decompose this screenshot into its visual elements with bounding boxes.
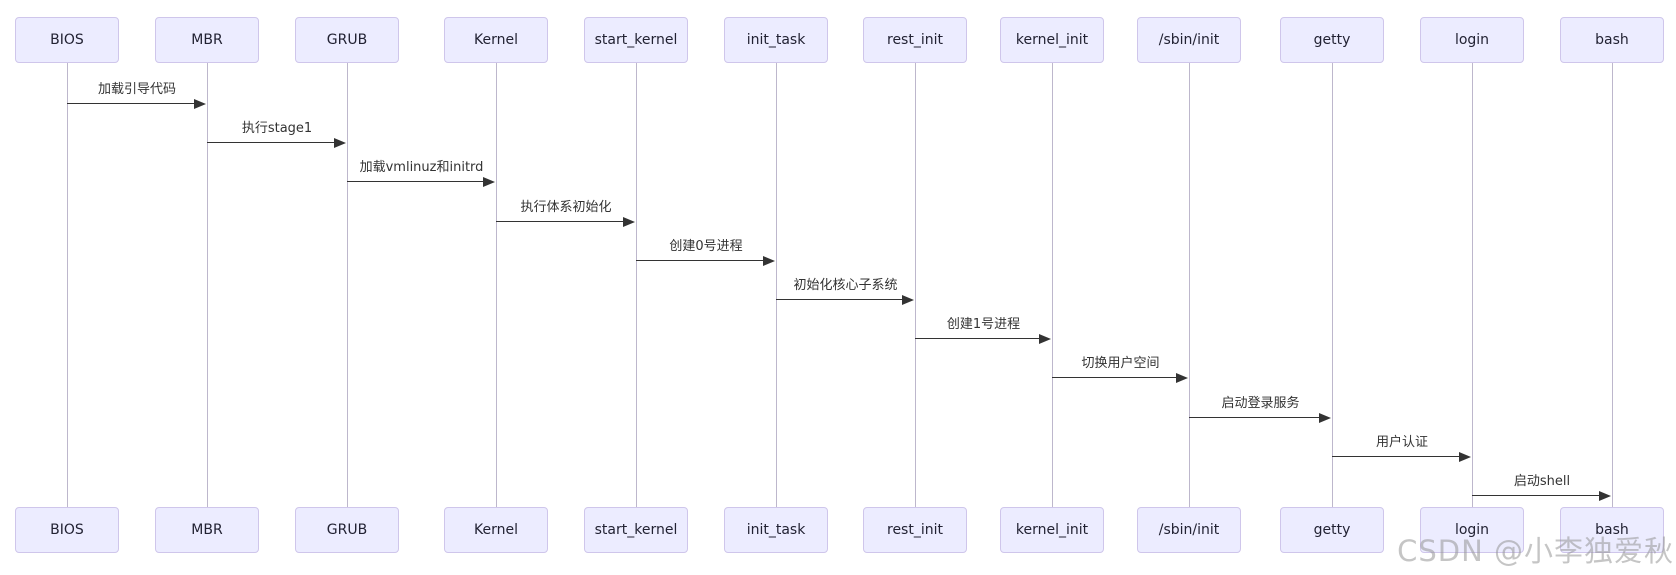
participant-label: Kernel xyxy=(474,522,518,538)
participant-box-bottom: start_kernel xyxy=(584,507,688,553)
message-arrowhead-icon xyxy=(902,295,914,305)
participant-label: BIOS xyxy=(50,522,84,538)
message-line xyxy=(496,221,626,222)
participant-label: start_kernel xyxy=(594,522,678,538)
lifeline xyxy=(347,63,348,507)
message-arrowhead-icon xyxy=(483,177,495,187)
lifeline xyxy=(776,63,777,507)
csdn-watermark: CSDN @小李独爱秋 xyxy=(1397,534,1674,568)
message-label: 启动shell xyxy=(1513,474,1571,489)
participant-box-top: start_kernel xyxy=(584,17,688,63)
message-line xyxy=(207,142,337,143)
message-line xyxy=(67,103,197,104)
lifeline xyxy=(636,63,637,507)
participant-label: BIOS xyxy=(50,32,84,48)
participant-box-top: init_task xyxy=(724,17,828,63)
participant-label: rest_init xyxy=(887,32,943,48)
participant-box-top: bash xyxy=(1560,17,1664,63)
message-line xyxy=(1052,377,1179,378)
message-line xyxy=(915,338,1042,339)
participant-label: /sbin/init xyxy=(1158,32,1220,48)
participant-box-top: MBR xyxy=(155,17,259,63)
participant-label: Kernel xyxy=(474,32,518,48)
participant-box-bottom: bash xyxy=(1560,507,1664,553)
participant-box-bottom: kernel_init xyxy=(1000,507,1104,553)
message-label: 执行stage1 xyxy=(241,121,313,136)
participant-label: /sbin/init xyxy=(1158,522,1220,538)
lifeline xyxy=(1189,63,1190,507)
message-arrowhead-icon xyxy=(1459,452,1471,462)
participant-box-top: getty xyxy=(1280,17,1384,63)
message-arrowhead-icon xyxy=(623,217,635,227)
participant-label: init_task xyxy=(746,32,806,48)
lifeline xyxy=(915,63,916,507)
participant-box-top: /sbin/init xyxy=(1137,17,1241,63)
participant-box-bottom: BIOS xyxy=(15,507,119,553)
message-label: 初始化核心子系统 xyxy=(793,278,898,293)
message-label: 加载vmlinuz和initrd xyxy=(359,160,484,175)
lifeline xyxy=(1472,63,1473,507)
participant-box-bottom: login xyxy=(1420,507,1524,553)
lifeline xyxy=(1332,63,1333,507)
participant-label: MBR xyxy=(191,522,223,538)
message-arrowhead-icon xyxy=(1599,491,1611,501)
participant-box-bottom: getty xyxy=(1280,507,1384,553)
lifeline xyxy=(1052,63,1053,507)
participant-label: login xyxy=(1454,522,1490,538)
participant-label: rest_init xyxy=(887,522,943,538)
message-arrowhead-icon xyxy=(194,99,206,109)
participant-label: login xyxy=(1454,32,1490,48)
message-arrowhead-icon xyxy=(1039,334,1051,344)
participant-label: kernel_init xyxy=(1015,522,1089,538)
participant-label: init_task xyxy=(746,522,806,538)
participant-box-top: login xyxy=(1420,17,1524,63)
participant-box-top: GRUB xyxy=(295,17,399,63)
participant-box-bottom: MBR xyxy=(155,507,259,553)
message-label: 创建1号进程 xyxy=(946,317,1021,332)
message-line xyxy=(1189,417,1322,418)
message-line xyxy=(1472,495,1602,496)
message-label: 启动登录服务 xyxy=(1221,396,1300,411)
message-label: 用户认证 xyxy=(1375,435,1429,450)
lifeline xyxy=(207,63,208,507)
participant-label: start_kernel xyxy=(594,32,678,48)
participant-box-bottom: init_task xyxy=(724,507,828,553)
message-line xyxy=(636,260,766,261)
participant-box-bottom: Kernel xyxy=(444,507,548,553)
participant-label: kernel_init xyxy=(1015,32,1089,48)
message-line xyxy=(1332,456,1462,457)
participant-label: getty xyxy=(1313,32,1351,48)
participant-label: GRUB xyxy=(326,32,368,48)
participant-label: getty xyxy=(1313,522,1351,538)
message-label: 加载引导代码 xyxy=(97,82,177,97)
message-label: 创建0号进程 xyxy=(669,239,743,254)
lifeline xyxy=(496,63,497,507)
participant-box-top: BIOS xyxy=(15,17,119,63)
message-arrowhead-icon xyxy=(1319,413,1331,423)
participant-box-top: kernel_init xyxy=(1000,17,1104,63)
participant-label: MBR xyxy=(191,32,223,48)
message-line xyxy=(776,299,905,300)
message-arrowhead-icon xyxy=(1176,373,1188,383)
participant-box-top: Kernel xyxy=(444,17,548,63)
lifeline xyxy=(67,63,68,507)
message-arrowhead-icon xyxy=(334,138,346,148)
participant-label: bash xyxy=(1595,522,1629,538)
participant-label: bash xyxy=(1595,32,1629,48)
participant-box-bottom: GRUB xyxy=(295,507,399,553)
participant-box-bottom: rest_init xyxy=(863,507,967,553)
message-line xyxy=(347,181,486,182)
message-label: 执行体系初始化 xyxy=(520,200,612,215)
participant-box-top: rest_init xyxy=(863,17,967,63)
participant-box-bottom: /sbin/init xyxy=(1137,507,1241,553)
message-label: 切换用户空间 xyxy=(1081,356,1160,371)
participant-label: GRUB xyxy=(326,522,368,538)
message-arrowhead-icon xyxy=(763,256,775,266)
lifeline xyxy=(1612,63,1613,507)
